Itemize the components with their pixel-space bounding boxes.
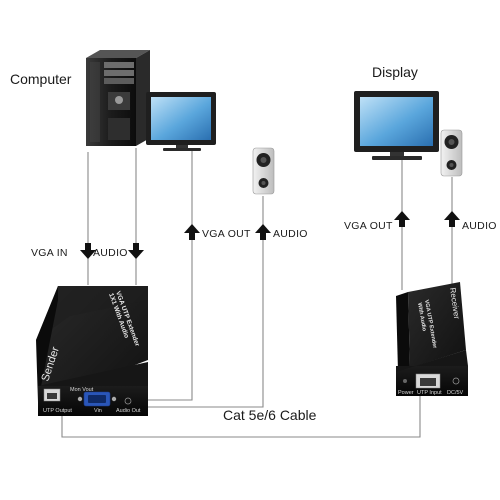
- receiver-port-power-label: Power: [398, 390, 414, 396]
- receiver-port-utp-label: UTP Input: [417, 390, 442, 396]
- arrows: [80, 211, 460, 259]
- audio-out-sender-label: AUDIO: [273, 228, 308, 240]
- receiver-box: Receiver VGA UTP Extender With Audio Pow…: [396, 282, 468, 396]
- sender-audio-port: [124, 397, 132, 405]
- audio-in-arrow: [128, 243, 144, 259]
- receiver-power-led: [403, 379, 407, 383]
- receiver-side-label: Receiver: [448, 287, 461, 320]
- receiver-top-line2: With Audio: [416, 302, 427, 332]
- vga-out-local-cable: [135, 149, 193, 401]
- sender-port-vga-out-label: Mon Vout: [70, 387, 94, 393]
- audio-out-sender-arrow: [255, 224, 271, 240]
- audio-out-receiver-arrow: [444, 211, 460, 227]
- sender-box: Sender VGA UTP Extender 1X1 With Audio U…: [36, 286, 148, 416]
- computer-tower: [86, 50, 150, 146]
- receiver-dc-port: [452, 377, 460, 385]
- cat-cable: [61, 394, 421, 438]
- local-monitor: [146, 92, 216, 151]
- vga-out-sender-arrow: [184, 224, 200, 240]
- receiver-port-dc-label: DC/5V: [447, 390, 464, 396]
- display-label: Display: [372, 64, 418, 80]
- cable-label: Cat 5e/6 Cable: [223, 407, 317, 423]
- audio-out-receiver-label: AUDIO: [462, 220, 497, 232]
- sender-port-utp-label: UTP Output: [43, 408, 72, 414]
- remote-speaker: [440, 129, 463, 177]
- vga-out-receiver-label: VGA OUT: [344, 220, 393, 232]
- computer-label: Computer: [10, 71, 72, 87]
- sender-port-vga-in-label: Vin: [94, 408, 102, 414]
- vga-in-label: VGA IN: [31, 247, 68, 259]
- audio-in-label: AUDIO: [93, 247, 128, 259]
- sender-port-audio-label: Audio Out: [116, 408, 141, 414]
- local-speaker: [252, 147, 275, 195]
- remote-display: [354, 91, 439, 160]
- audio-out-local-cable: [128, 196, 264, 408]
- vga-out-receiver-arrow: [394, 211, 410, 227]
- vga-out-sender-label: VGA OUT: [202, 228, 251, 240]
- vga-in-arrow: [80, 243, 96, 259]
